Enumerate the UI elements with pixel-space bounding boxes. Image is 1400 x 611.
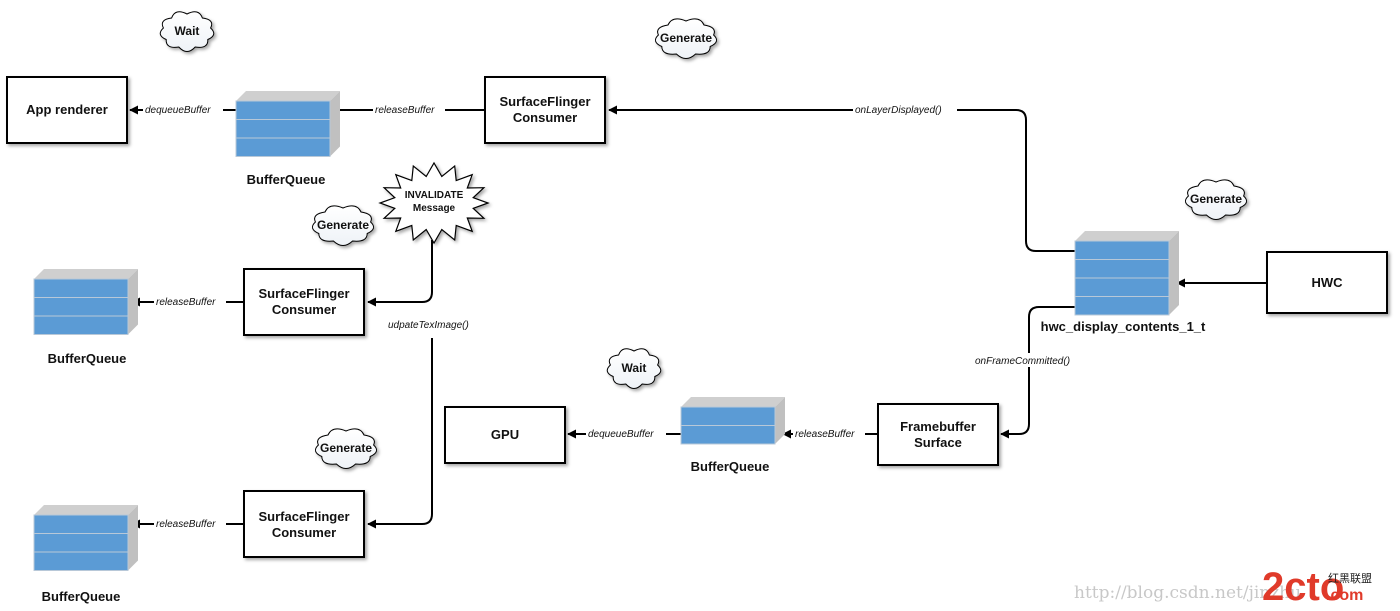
- queue-slot: [235, 137, 331, 157]
- queue-label-bq-gpu: BufferQueue: [691, 459, 770, 474]
- queue-slot: [1074, 259, 1170, 279]
- edge-label-release-bq-app: releaseBuffer: [375, 105, 435, 116]
- edge-label-update-tex-image: udpateTexImage(): [388, 320, 469, 331]
- edge-label-dequeue-app: dequeueBuffer: [145, 105, 211, 116]
- queue-label-bq-3: BufferQueue: [42, 589, 121, 604]
- edge-on-frame-committed: [1000, 306, 1075, 439]
- cloud-label: Generate: [320, 441, 372, 455]
- cloud-shape: [606, 348, 662, 389]
- cloud-label: Generate: [1190, 192, 1242, 206]
- node-label: App renderer: [26, 102, 108, 117]
- invalidate-message-burst: INVALIDATE Message: [378, 161, 490, 245]
- node-hwc: HWC: [1266, 251, 1388, 314]
- queue-top-face: [1075, 231, 1179, 241]
- node-label: GPU: [491, 427, 519, 442]
- burst-label-line1: INVALIDATE: [405, 190, 464, 201]
- buffer-queues: [33, 91, 1179, 571]
- queue-side-face: [128, 505, 138, 571]
- node-label-line1: SurfaceFlinger: [258, 509, 349, 524]
- edge-label-release-bq-3: releaseBuffer: [156, 519, 216, 530]
- cloud-shape: [654, 18, 718, 59]
- watermark-logo-cn: 红黑联盟: [1328, 572, 1372, 585]
- queue-top-face: [236, 91, 340, 101]
- cloud-shape: [1184, 179, 1248, 220]
- queue-bq-layer2: [33, 269, 138, 335]
- cloud-shape: [159, 11, 215, 52]
- queue-side-face: [128, 269, 138, 335]
- edge-label-on-layer-displayed: onLayerDisplayed(): [855, 105, 942, 116]
- queue-slot: [33, 315, 129, 335]
- watermark-logo: 2cto .com 红黑联盟: [1262, 565, 1372, 609]
- edge-label-release-bq-2: releaseBuffer: [156, 297, 216, 308]
- queue-slot: [33, 278, 129, 298]
- cloud-generate-top: Generate: [654, 18, 718, 59]
- queue-hwc-contents: [1074, 231, 1179, 316]
- queue-slot: [1074, 296, 1170, 316]
- queue-side-face: [775, 397, 785, 444]
- edge-labels: dequeueBuffer releaseBuffer onLayerDispl…: [143, 102, 1085, 530]
- edge-update-tex-image-1: [367, 240, 433, 307]
- edge-label-dequeue-gpu: dequeueBuffer: [588, 429, 654, 440]
- queue-side-face: [1169, 231, 1179, 315]
- watermark-logo-suffix: .com: [1326, 587, 1363, 604]
- cloud-generate-right: Generate: [1184, 179, 1248, 220]
- queue-slot: [33, 297, 129, 317]
- cloud-label: Wait: [175, 24, 200, 38]
- cloud-generate-bottom: Generate: [314, 428, 378, 469]
- cloud-label: Wait: [622, 361, 647, 375]
- node-label-line2: Consumer: [272, 525, 336, 540]
- node-label-line2: Consumer: [272, 302, 336, 317]
- node-app-renderer: App renderer: [6, 76, 128, 144]
- edge-on-layer-displayed: [608, 105, 1075, 252]
- queue-top-face: [681, 397, 785, 407]
- queue-slot: [680, 406, 776, 426]
- queue-label-hwc-contents: hwc_display_contents_1_t: [1041, 319, 1206, 334]
- node-label-line2: Consumer: [513, 110, 577, 125]
- node-gpu: GPU: [444, 406, 566, 464]
- burst-label-line2: Message: [413, 203, 456, 214]
- edge-label-on-frame-committed: onFrameCommitted(): [975, 356, 1070, 367]
- node-label: HWC: [1311, 275, 1343, 290]
- node-framebuffer-surface: Framebuffer Surface: [877, 403, 999, 466]
- queue-slot: [33, 533, 129, 553]
- queue-slot: [33, 551, 129, 571]
- node-label-line2: Surface: [914, 435, 962, 450]
- cloud-wait-gpu: Wait: [606, 348, 662, 389]
- node-label-line1: SurfaceFlinger: [499, 94, 590, 109]
- burst-shape: [378, 161, 490, 245]
- queue-label-bq-2: BufferQueue: [48, 351, 127, 366]
- node-sf-consumer-3: SurfaceFlinger Consumer: [243, 490, 365, 558]
- queue-bq-app: [235, 91, 340, 157]
- queue-top-face: [34, 269, 138, 279]
- queue-slot: [235, 100, 331, 120]
- cloud-shape: [311, 205, 375, 246]
- cloud-shape: [314, 428, 378, 469]
- node-sf-consumer-2: SurfaceFlinger Consumer: [243, 268, 365, 336]
- queue-bq-gpu: [680, 397, 785, 445]
- queue-slot: [235, 119, 331, 139]
- queue-slot: [1074, 277, 1170, 297]
- node-sf-consumer-1: SurfaceFlinger Consumer: [484, 76, 606, 144]
- queue-label-bq-app: BufferQueue: [247, 172, 326, 187]
- queue-slot: [33, 514, 129, 534]
- queue-bq-layer3: [33, 505, 138, 571]
- queue-slot: [680, 425, 776, 445]
- cloud-wait-top: Wait: [159, 11, 215, 52]
- watermark-logo-text: 2cto: [1262, 565, 1344, 609]
- queue-top-face: [34, 505, 138, 515]
- watermark-url: http://blog.csdn.net/jinzhu: [1074, 583, 1301, 603]
- cloud-label: Generate: [317, 218, 369, 232]
- watermark: http://blog.csdn.net/jinzhu 2cto .com 红黑…: [1074, 565, 1372, 609]
- edge-label-release-bq-gpu: releaseBuffer: [795, 429, 855, 440]
- queue-slot: [1074, 240, 1170, 260]
- cloud-generate-mid: Generate: [311, 205, 375, 246]
- edge-update-tex-image-2: [367, 338, 433, 529]
- queue-side-face: [330, 91, 340, 157]
- node-label-line1: SurfaceFlinger: [258, 286, 349, 301]
- cloud-label: Generate: [660, 31, 712, 45]
- node-label-line1: Framebuffer: [900, 419, 976, 434]
